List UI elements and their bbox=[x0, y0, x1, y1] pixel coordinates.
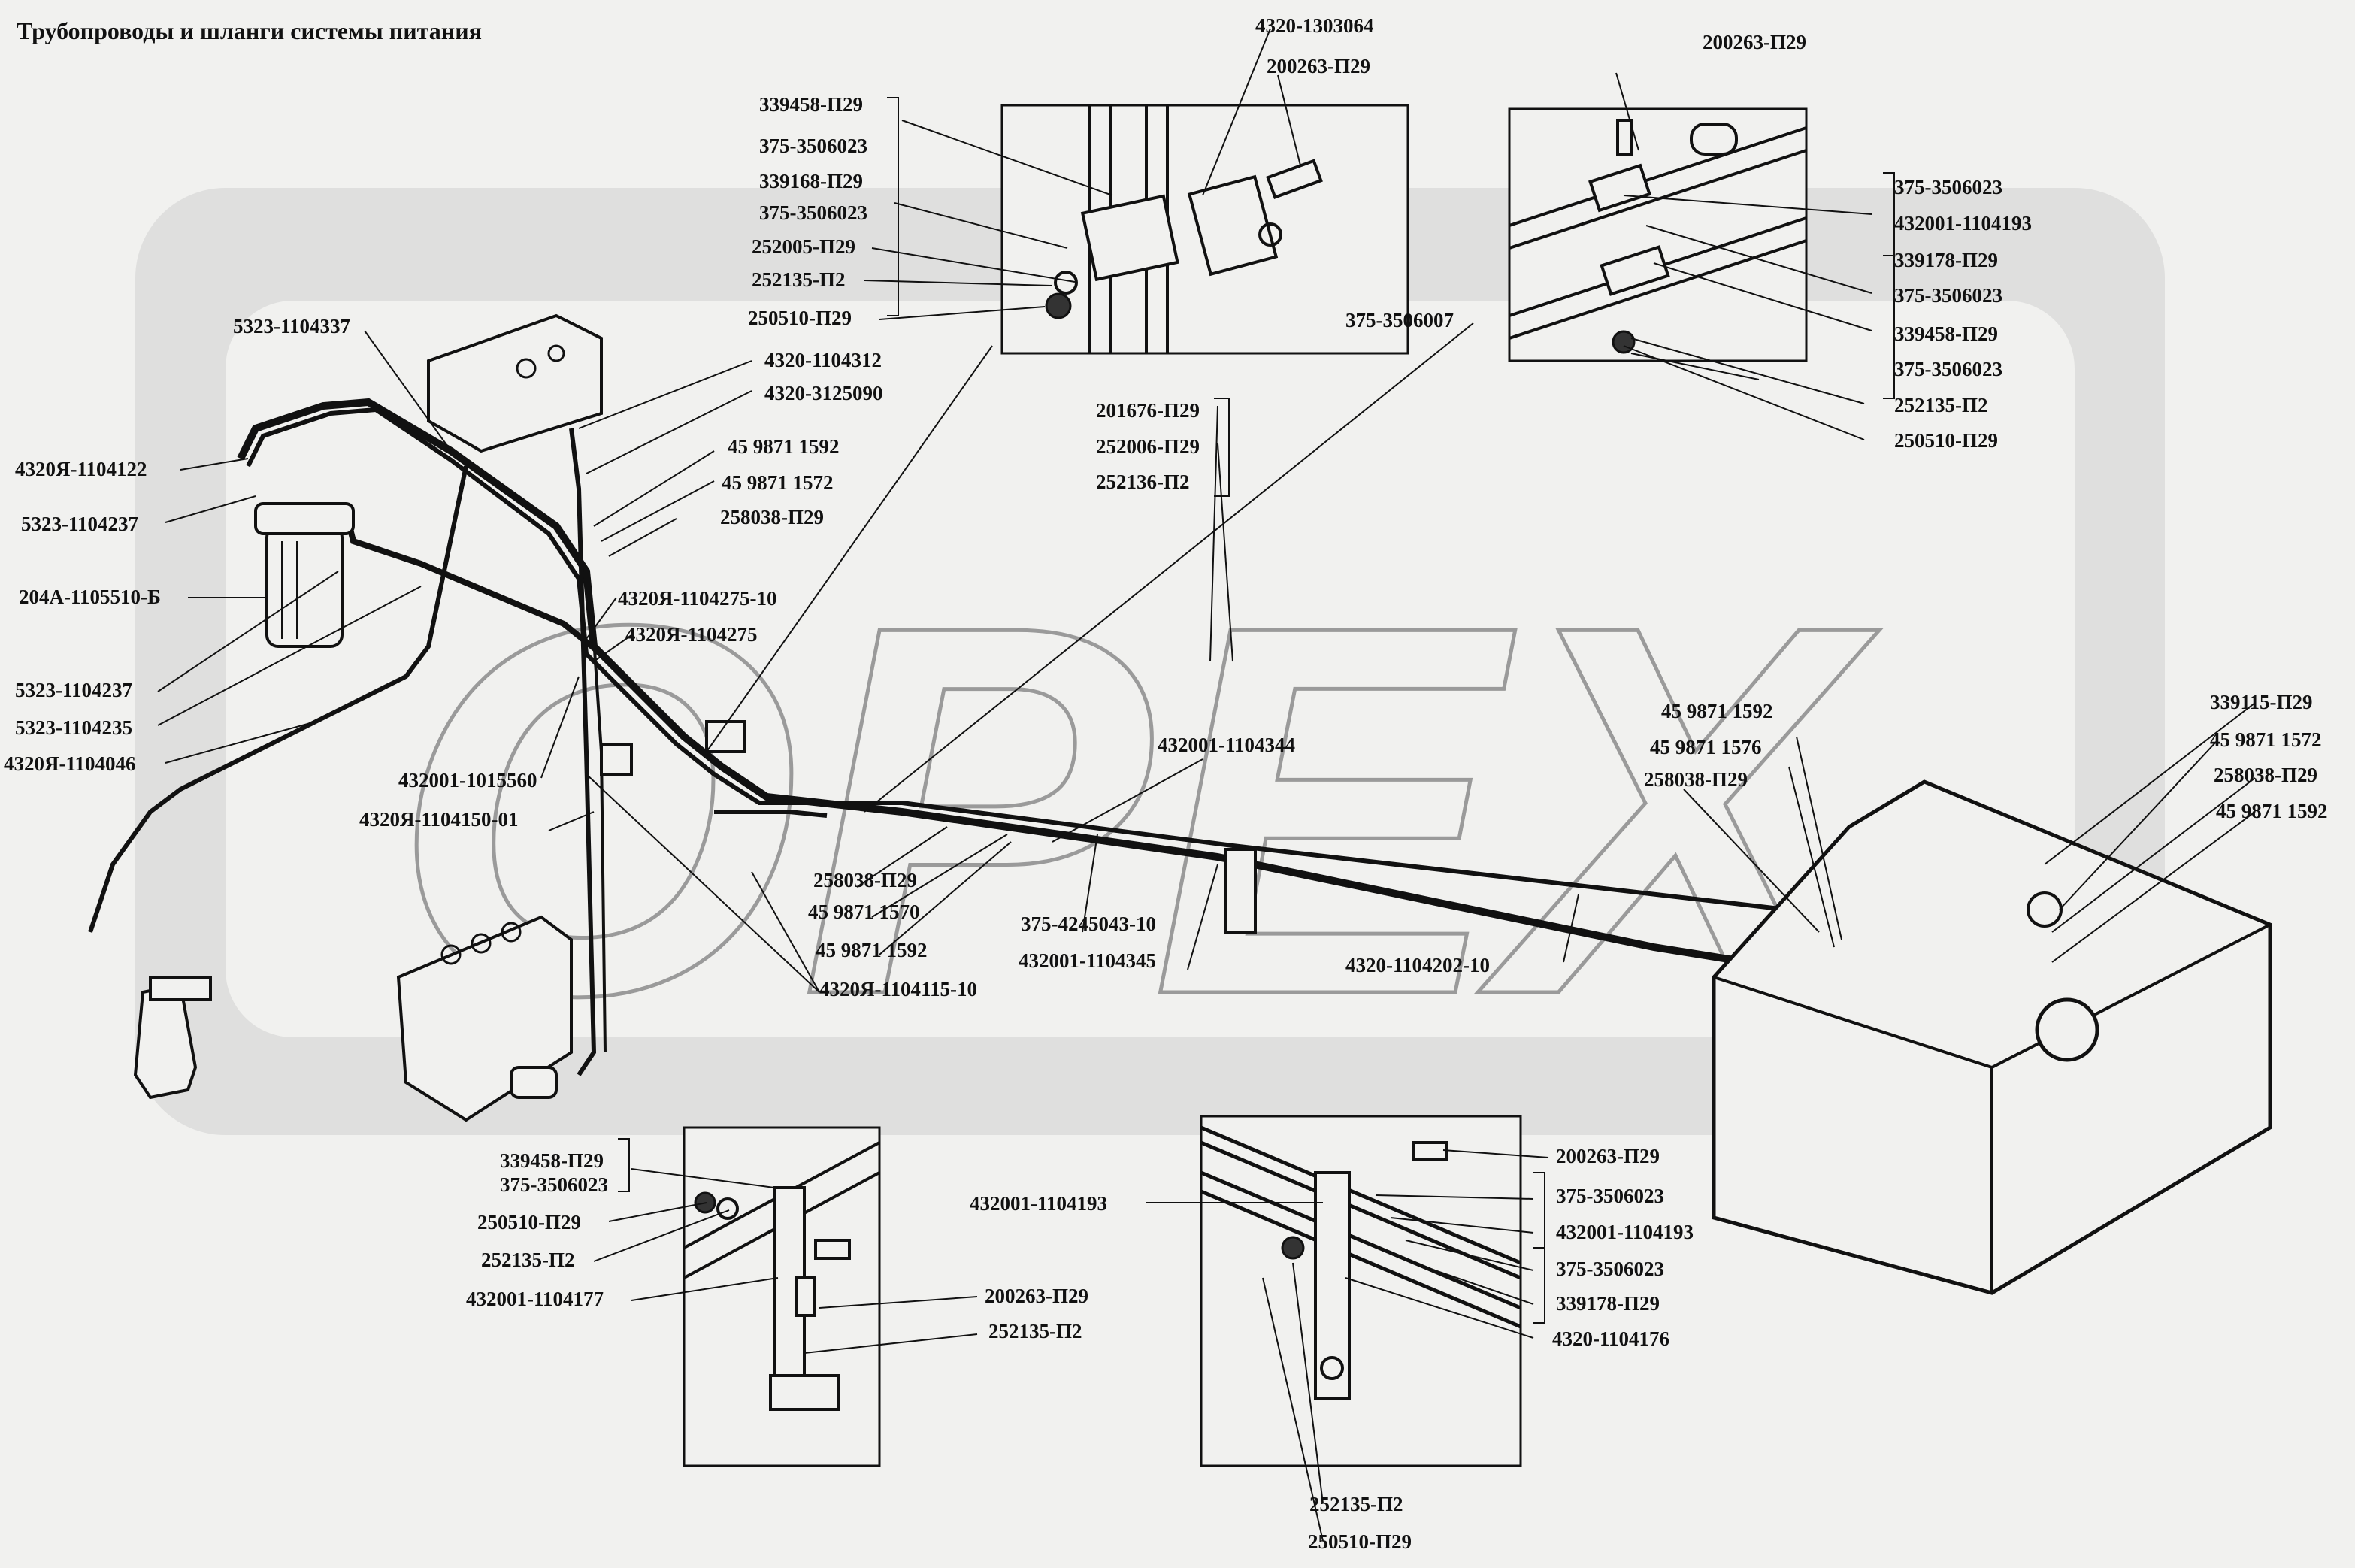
fuel-filter-coarse bbox=[254, 502, 355, 648]
part-label: 45 9871 1592 bbox=[728, 435, 840, 458]
part-label: 201676-П29 bbox=[1096, 399, 1200, 422]
part-label: 432001-1015560 bbox=[398, 769, 537, 792]
part-label: 45 9871 1576 bbox=[1650, 736, 1762, 758]
part-label: 45 9871 1572 bbox=[2210, 728, 2322, 751]
part-label: 432001-1104193 bbox=[1894, 212, 2032, 235]
fuel-tank bbox=[1712, 779, 2272, 1295]
part-label: 375-3506023 bbox=[759, 201, 867, 224]
part-label: 4320-1104176 bbox=[1552, 1327, 1669, 1350]
injection-pump-top bbox=[427, 313, 603, 453]
part-label: 4320Я-1104275 bbox=[625, 623, 758, 646]
part-label: 45 9871 1570 bbox=[808, 901, 920, 923]
part-label: 432001-1104344 bbox=[1158, 734, 1295, 756]
part-label: 5323-1104237 bbox=[15, 679, 132, 701]
part-label: 200263-П29 bbox=[1556, 1145, 1660, 1167]
leader-lines bbox=[157, 28, 2256, 1542]
part-label: 45 9871 1592 bbox=[2216, 800, 2328, 822]
page-title: Трубопроводы и шланги системы питания bbox=[17, 17, 482, 44]
part-label: 4320Я-1104115-10 bbox=[819, 978, 977, 1000]
part-label: 375-3506023 bbox=[759, 135, 867, 157]
part-label: 250510-П29 bbox=[477, 1211, 581, 1234]
fuel-pipelines bbox=[88, 398, 2030, 1076]
part-label: 45 9871 1592 bbox=[816, 939, 928, 961]
part-label: 250510-П29 bbox=[1308, 1530, 1412, 1553]
part-label: 375-3506023 bbox=[1894, 176, 2002, 198]
part-label: 339178-П29 bbox=[1556, 1292, 1660, 1315]
part-label: 252136-П2 bbox=[1096, 471, 1190, 493]
part-label: 252135-П2 bbox=[988, 1320, 1082, 1342]
part-label: 375-3506023 bbox=[1894, 284, 2002, 307]
part-label: 375-4245043-10 bbox=[1021, 913, 1156, 935]
part-label: 252006-П29 bbox=[1096, 435, 1200, 458]
part-label: 258038-П29 bbox=[813, 869, 917, 891]
part-label: 5323-1104237 bbox=[21, 513, 138, 535]
part-label: 432001-1104345 bbox=[1019, 949, 1156, 972]
part-label: 339458-П29 bbox=[759, 93, 863, 116]
part-label: 375-3506023 bbox=[1894, 358, 2002, 380]
part-label: 252135-П2 bbox=[481, 1249, 575, 1271]
part-label: 4320-1104202-10 bbox=[1345, 954, 1490, 976]
fuel-filter-fine bbox=[133, 976, 212, 1100]
watermark-logo: OPEX bbox=[135, 188, 2165, 1135]
part-label: 45 9871 1592 bbox=[1661, 700, 1773, 722]
part-label: 258038-П29 bbox=[2214, 764, 2317, 786]
watermark-text: OPEX bbox=[391, 516, 1880, 1104]
part-label: 200263-П29 bbox=[985, 1285, 1088, 1307]
part-label: 432001-1104193 bbox=[1556, 1221, 1694, 1243]
part-label: 375-3506023 bbox=[1556, 1185, 1664, 1207]
part-label: 250510-П29 bbox=[1894, 429, 1998, 452]
part-label: 339168-П29 bbox=[759, 170, 863, 192]
inset-bottom-left bbox=[683, 1126, 881, 1467]
part-labels: 4320-1303064 200263-П29 339458-П29 375-3… bbox=[4, 14, 2328, 1553]
part-label: 200263-П29 bbox=[1267, 55, 1370, 77]
part-label: 4320Я-1104150-01 bbox=[359, 808, 519, 831]
part-label: 4320-1303064 bbox=[1255, 14, 1374, 37]
part-label: 45 9871 1572 bbox=[722, 471, 834, 494]
inset-top-center bbox=[1000, 104, 1409, 355]
part-label: 4320-1104312 bbox=[764, 349, 882, 371]
part-label: 339458-П29 bbox=[500, 1149, 604, 1172]
part-label: 252135-П2 bbox=[1894, 394, 1988, 416]
part-label: 4320Я-1104122 bbox=[15, 458, 147, 480]
engine-block-lower bbox=[396, 915, 573, 1122]
part-label: 375-3506023 bbox=[1556, 1258, 1664, 1280]
part-label: 375-3506023 bbox=[500, 1173, 608, 1196]
part-label: 5323-1104337 bbox=[233, 315, 350, 338]
inset-bottom-center bbox=[1200, 1115, 1522, 1467]
part-label: 252135-П2 bbox=[1309, 1493, 1403, 1515]
part-label: 339458-П29 bbox=[1894, 322, 1998, 345]
inset-top-right bbox=[1508, 107, 1808, 362]
part-label: 5323-1104235 bbox=[15, 716, 132, 739]
part-label: 204А-1105510-Б bbox=[19, 586, 161, 608]
part-label: 252135-П2 bbox=[752, 268, 846, 291]
part-label: 432001-1104193 bbox=[970, 1192, 1107, 1215]
part-label: 4320Я-1104046 bbox=[4, 752, 136, 775]
part-label: 4320-3125090 bbox=[764, 382, 883, 404]
part-label: 252005-П29 bbox=[752, 235, 855, 258]
part-label: 339115-П29 bbox=[2210, 691, 2313, 713]
part-label: 432001-1104177 bbox=[466, 1288, 604, 1310]
part-label: 339178-П29 bbox=[1894, 249, 1998, 271]
part-label: 258038-П29 bbox=[1644, 768, 1748, 791]
clamp-pipe-middle bbox=[600, 720, 1257, 934]
part-label: 375-3506007 bbox=[1345, 309, 1454, 331]
part-label: 250510-П29 bbox=[748, 307, 852, 329]
part-label: 258038-П29 bbox=[720, 506, 824, 528]
part-label: 200263-П29 bbox=[1703, 31, 1806, 53]
part-label: 4320Я-1104275-10 bbox=[618, 587, 777, 610]
